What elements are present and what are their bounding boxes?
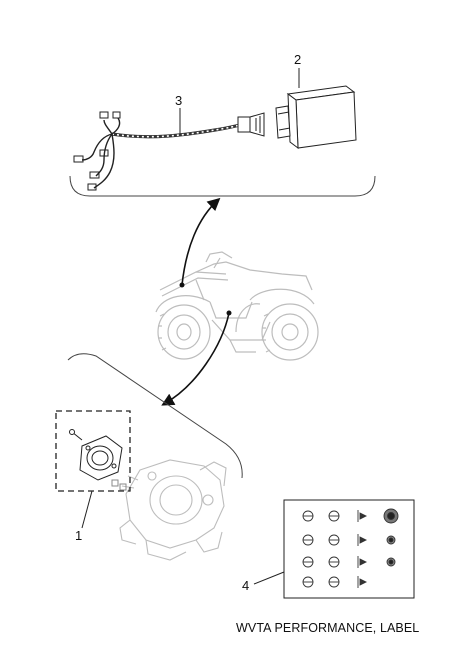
callout-label-1: 1 xyxy=(75,528,82,543)
atv-vehicle-illustration xyxy=(155,251,319,361)
sensor-connector-bits xyxy=(111,479,127,491)
callout-leader-4 xyxy=(253,571,285,585)
wire-harness xyxy=(73,111,245,191)
throttle-position-sensor xyxy=(69,429,123,481)
harness-connector xyxy=(237,112,265,137)
diagram-caption: WVTA PERFORMANCE, LABEL xyxy=(236,621,420,635)
top-group-bracket xyxy=(69,175,376,197)
callout-label-4: 4 xyxy=(242,578,249,593)
callout-label-3: 3 xyxy=(175,93,182,108)
control-unit-box xyxy=(275,85,357,150)
callout-leader-1 xyxy=(81,490,93,529)
sensor-detail-box xyxy=(55,410,131,492)
bottom-group-bracket xyxy=(67,353,243,479)
throttle-body-illustration xyxy=(119,459,227,561)
arrow-to-top-group xyxy=(181,197,221,286)
callout-label-2: 2 xyxy=(294,52,301,67)
arrow-to-bottom-group xyxy=(161,312,230,406)
label-sheet-symbols xyxy=(302,508,399,588)
